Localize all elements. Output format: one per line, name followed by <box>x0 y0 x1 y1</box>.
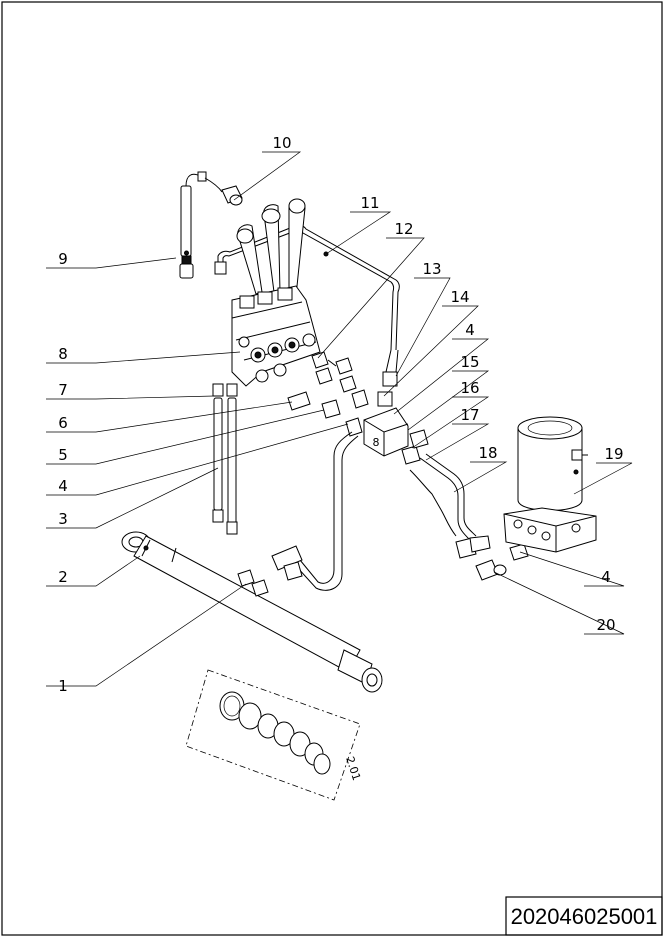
callout-2: 2 <box>58 568 68 586</box>
callout-13: 13 <box>422 260 441 278</box>
seal-kit: 2.01 <box>185 669 363 801</box>
fittings-5-6 <box>287 391 363 437</box>
callout-1: 1 <box>58 677 68 695</box>
callout-8: 8 <box>58 345 68 363</box>
callout-16: 16 <box>460 379 479 397</box>
seal-kit-label: 2.01 <box>343 755 363 782</box>
callout-10: 10 <box>272 134 291 152</box>
callout-20: 20 <box>596 616 615 634</box>
fittings-13-14 <box>351 389 393 409</box>
callout-12: 12 <box>394 220 413 238</box>
power-unit-19 <box>503 416 597 553</box>
callout-6: 6 <box>58 414 68 432</box>
callout-4-left: 4 <box>58 477 68 495</box>
tee-block-15: 8 <box>363 407 429 465</box>
callout-4-lower-right: 4 <box>601 568 611 586</box>
cylinder-2 <box>121 531 383 693</box>
callout-4-upper-right: 4 <box>465 321 475 339</box>
callout-7: 7 <box>58 381 68 399</box>
callout-18: 18 <box>478 444 497 462</box>
fittings-12 <box>311 351 357 393</box>
leader-lines <box>46 151 633 687</box>
callout-9: 9 <box>58 250 68 268</box>
control-valve-8 <box>231 198 321 387</box>
callout-15: 15 <box>460 353 479 371</box>
callout-19: 19 <box>604 445 623 463</box>
callout-3: 3 <box>58 510 68 528</box>
callout-labels: 1 2 3 4 5 6 7 8 9 10 11 12 13 14 4 15 16… <box>58 134 623 695</box>
elbows-20 <box>475 543 529 581</box>
document-number-box: 202046025001 <box>505 896 663 936</box>
pipe-to-cylinder <box>271 431 359 591</box>
callout-14: 14 <box>450 288 469 306</box>
svg-text:8: 8 <box>373 436 380 449</box>
pipe-18 <box>409 453 491 559</box>
document-number: 202046025001 <box>511 904 658 929</box>
callout-17: 17 <box>460 406 479 424</box>
fitting-10 <box>204 177 243 206</box>
callout-5: 5 <box>58 446 68 464</box>
hose-9 <box>179 171 207 279</box>
callout-11: 11 <box>360 194 379 212</box>
hoses-3-7 <box>212 383 238 535</box>
